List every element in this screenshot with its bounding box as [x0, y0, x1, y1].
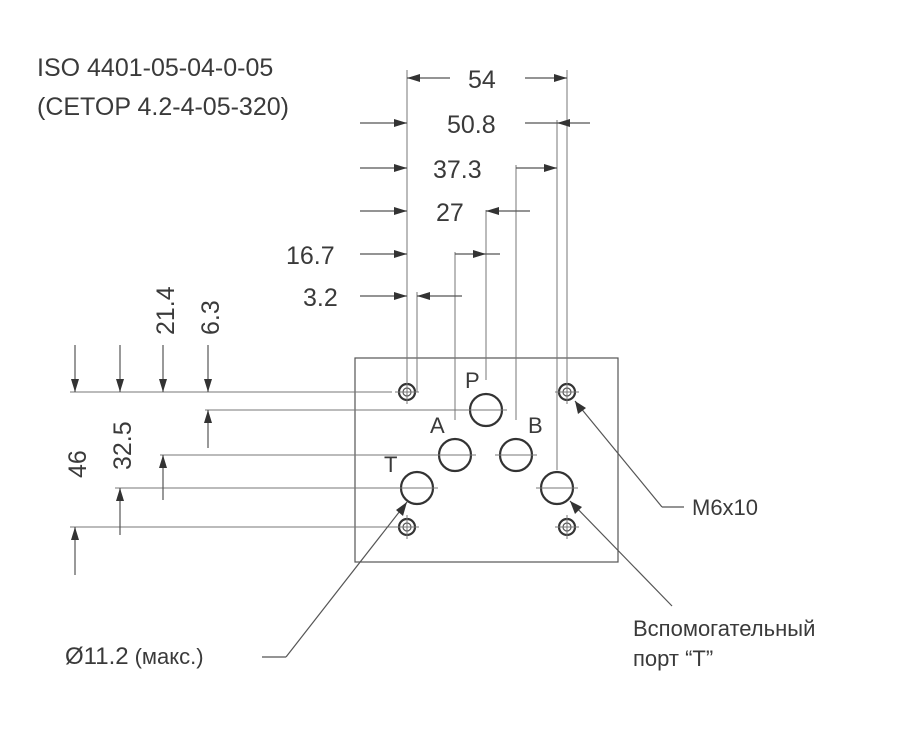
port-b-hole [495, 437, 537, 473]
bolt-hole-top-left [395, 380, 419, 404]
thread-size-label: M6x10 [692, 495, 758, 520]
port-a-hole [434, 437, 476, 473]
diameter-value: Ø11.2 [65, 643, 129, 670]
dimension-46: 46 [64, 450, 92, 478]
aux-port-label-line1: Вспомогательный [633, 616, 815, 641]
port-a-label: A [430, 413, 445, 438]
port-p-label: P [465, 368, 480, 393]
dimension-50-8: 50.8 [447, 111, 496, 139]
cetop-code: (CETOP 4.2-4-05-320) [37, 93, 289, 121]
dimension-37-3: 37.3 [433, 156, 482, 184]
bolt-hole-top-right [555, 380, 579, 404]
leader-diameter [262, 501, 408, 658]
port-t-hole [396, 470, 438, 506]
leader-aux-port [569, 500, 673, 607]
port-t-label: T [384, 452, 397, 477]
port-p-hole [465, 392, 507, 428]
horizontal-dimension-lines [360, 74, 590, 300]
vertical-dimension-lines [71, 345, 212, 575]
port-b-label: B [528, 413, 543, 438]
dimension-21-4: 21.4 [152, 286, 180, 335]
bolt-hole-bottom-right [555, 515, 579, 539]
dimension-27: 27 [436, 199, 464, 227]
leader-m6x10 [574, 400, 684, 508]
dimension-54: 54 [468, 66, 496, 94]
bolt-hole-bottom-left [395, 515, 419, 539]
aux-port-label-line2: порт “T” [633, 646, 713, 671]
dimension-6-3: 6.3 [197, 300, 225, 335]
standard-code: ISO 4401-05-04-0-05 [37, 54, 273, 82]
dimension-32-5: 32.5 [109, 421, 137, 470]
diameter-note: (макс.) [135, 644, 204, 669]
horizontal-extension-lines [70, 391, 470, 528]
diameter-label: Ø11.2(макс.) [65, 643, 204, 670]
dimension-16-7: 16.7 [286, 242, 335, 270]
port-t-aux-hole [536, 470, 578, 506]
dimension-3-2: 3.2 [303, 284, 338, 312]
